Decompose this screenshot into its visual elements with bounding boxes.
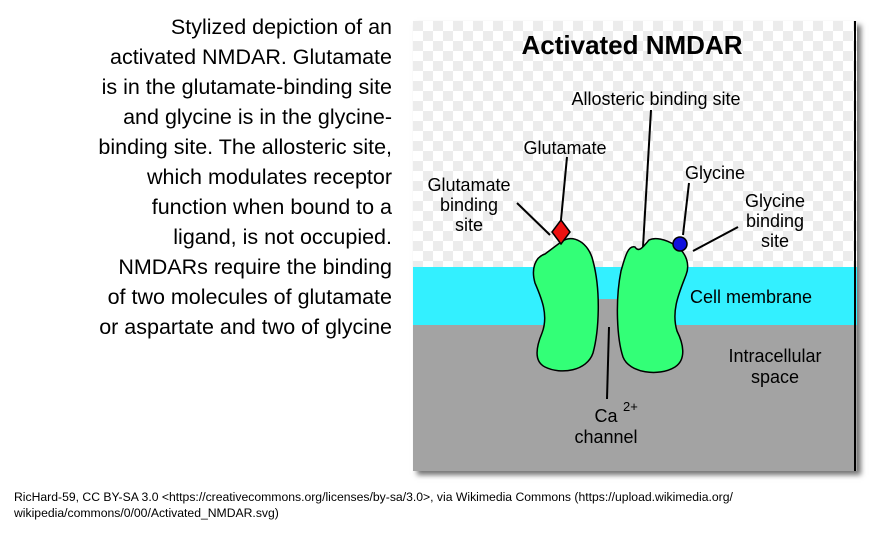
glutamate-molecule xyxy=(551,218,571,246)
receptor-right-subunit xyxy=(616,237,689,374)
glycine-label: Glycine xyxy=(685,163,745,183)
channel-ca-label: Ca xyxy=(594,406,618,426)
glutamate-site-label-3: site xyxy=(455,215,483,235)
glutamate-site-label-1: Glutamate xyxy=(427,175,510,195)
nmdar-diagram: Activated NMDAR Allosteric binding site … xyxy=(413,21,857,471)
glutamate-site-label-2: binding xyxy=(440,195,498,215)
glycine-site-label-3: site xyxy=(761,231,789,251)
channel-leader-line xyxy=(606,326,610,400)
extracellular-space xyxy=(413,21,857,267)
glycine-leader-line xyxy=(682,182,690,236)
channel-word-label: channel xyxy=(574,427,637,447)
receptor-left-subunit xyxy=(532,237,599,372)
intracellular-label-1: Intracellular xyxy=(728,346,821,366)
intracellular-label-2: space xyxy=(751,367,799,387)
allosteric-leader-line xyxy=(642,109,652,248)
glutamate-leader-line xyxy=(560,156,568,221)
diagram-title: Activated NMDAR xyxy=(521,30,742,60)
glycine-site-leader-line xyxy=(692,226,739,252)
cell-membrane-label: Cell membrane xyxy=(690,287,812,307)
channel-charge-label: 2+ xyxy=(623,399,638,414)
caption-text: Stylized depiction of an activated NMDAR… xyxy=(98,15,392,339)
glycine-molecule xyxy=(672,236,688,252)
glutamate-site-leader-line xyxy=(516,202,551,236)
allosteric-site-label: Allosteric binding site xyxy=(571,89,740,109)
glutamate-label: Glutamate xyxy=(523,138,606,158)
glycine-site-label-2: binding xyxy=(746,211,804,231)
glycine-site-label-1: Glycine xyxy=(745,191,805,211)
attribution-text: RicHard-59, CC BY-SA 3.0 <https://creati… xyxy=(14,490,733,520)
